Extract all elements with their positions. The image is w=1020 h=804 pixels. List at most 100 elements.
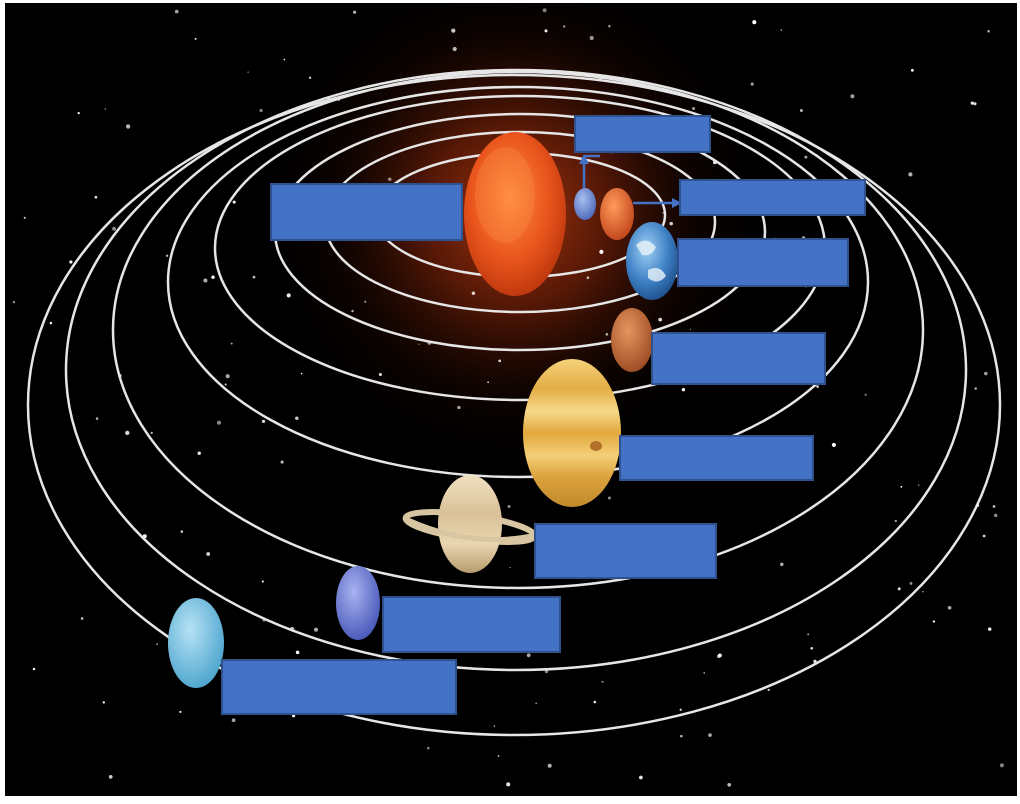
star xyxy=(608,497,611,500)
star xyxy=(284,59,286,61)
star xyxy=(498,360,501,363)
venus-label[interactable] xyxy=(679,179,866,216)
star xyxy=(994,514,997,517)
star xyxy=(508,505,511,508)
star xyxy=(752,20,756,24)
star xyxy=(50,322,52,324)
star xyxy=(287,293,291,297)
neptune-icon xyxy=(168,598,224,688)
star xyxy=(203,278,207,282)
star xyxy=(993,505,996,508)
star xyxy=(301,373,303,375)
star xyxy=(590,36,594,40)
star xyxy=(198,452,201,455)
star xyxy=(78,112,80,114)
star xyxy=(974,387,976,389)
star xyxy=(95,196,98,199)
star xyxy=(262,580,264,582)
star xyxy=(864,394,866,396)
star xyxy=(933,620,935,622)
star xyxy=(24,217,26,219)
earth-icon xyxy=(626,222,678,300)
star xyxy=(498,755,500,757)
star xyxy=(948,606,952,610)
star xyxy=(295,416,299,420)
star xyxy=(918,484,919,485)
star xyxy=(364,301,366,303)
star xyxy=(353,11,356,14)
star xyxy=(680,709,682,711)
star xyxy=(911,69,914,72)
star xyxy=(988,627,992,631)
star xyxy=(506,782,510,786)
star xyxy=(211,275,214,278)
star xyxy=(296,651,300,655)
star xyxy=(109,775,113,779)
star xyxy=(314,628,318,632)
star xyxy=(232,718,236,722)
star xyxy=(231,343,233,345)
star xyxy=(112,227,116,231)
sun-label[interactable] xyxy=(270,183,463,241)
star xyxy=(816,385,819,388)
star xyxy=(226,374,230,378)
earth-label[interactable] xyxy=(677,238,849,287)
star xyxy=(427,747,430,750)
star xyxy=(225,384,227,386)
star xyxy=(908,172,912,176)
star xyxy=(457,406,460,409)
star xyxy=(545,29,548,32)
star xyxy=(807,633,809,635)
star xyxy=(900,486,902,488)
star xyxy=(608,25,610,27)
star xyxy=(281,461,284,464)
star xyxy=(548,764,552,768)
star xyxy=(780,563,783,566)
star xyxy=(984,372,988,376)
jupiter-label[interactable] xyxy=(619,435,814,481)
star xyxy=(309,77,311,79)
mars-label[interactable] xyxy=(651,332,826,385)
star xyxy=(594,701,597,704)
star xyxy=(751,83,754,86)
sun-icon xyxy=(464,132,566,296)
mercury-label[interactable] xyxy=(574,115,711,153)
star xyxy=(1000,763,1004,767)
star xyxy=(658,318,662,322)
star xyxy=(206,552,210,556)
star xyxy=(195,38,197,40)
star xyxy=(800,109,803,112)
star xyxy=(987,30,990,33)
star xyxy=(472,291,475,294)
star xyxy=(247,71,248,72)
star xyxy=(983,535,986,538)
star xyxy=(971,101,974,104)
star xyxy=(259,109,262,112)
star xyxy=(973,102,976,105)
star xyxy=(895,520,897,522)
jupiter-icon xyxy=(523,359,621,507)
star xyxy=(125,431,129,435)
star xyxy=(103,701,105,703)
star xyxy=(601,681,603,683)
star xyxy=(727,783,731,787)
star xyxy=(768,689,770,691)
venus-icon xyxy=(600,188,634,240)
neptune-label[interactable] xyxy=(221,659,457,715)
star xyxy=(898,587,901,590)
mars-icon xyxy=(611,308,653,372)
star xyxy=(599,250,603,254)
star xyxy=(639,776,643,780)
star xyxy=(166,255,168,257)
star xyxy=(606,333,609,336)
star xyxy=(217,421,221,425)
star xyxy=(543,8,547,12)
saturn-label[interactable] xyxy=(534,523,717,579)
star xyxy=(662,212,664,214)
star xyxy=(388,178,392,182)
uranus-label[interactable] xyxy=(382,596,561,653)
star xyxy=(682,388,685,391)
star xyxy=(587,276,590,279)
